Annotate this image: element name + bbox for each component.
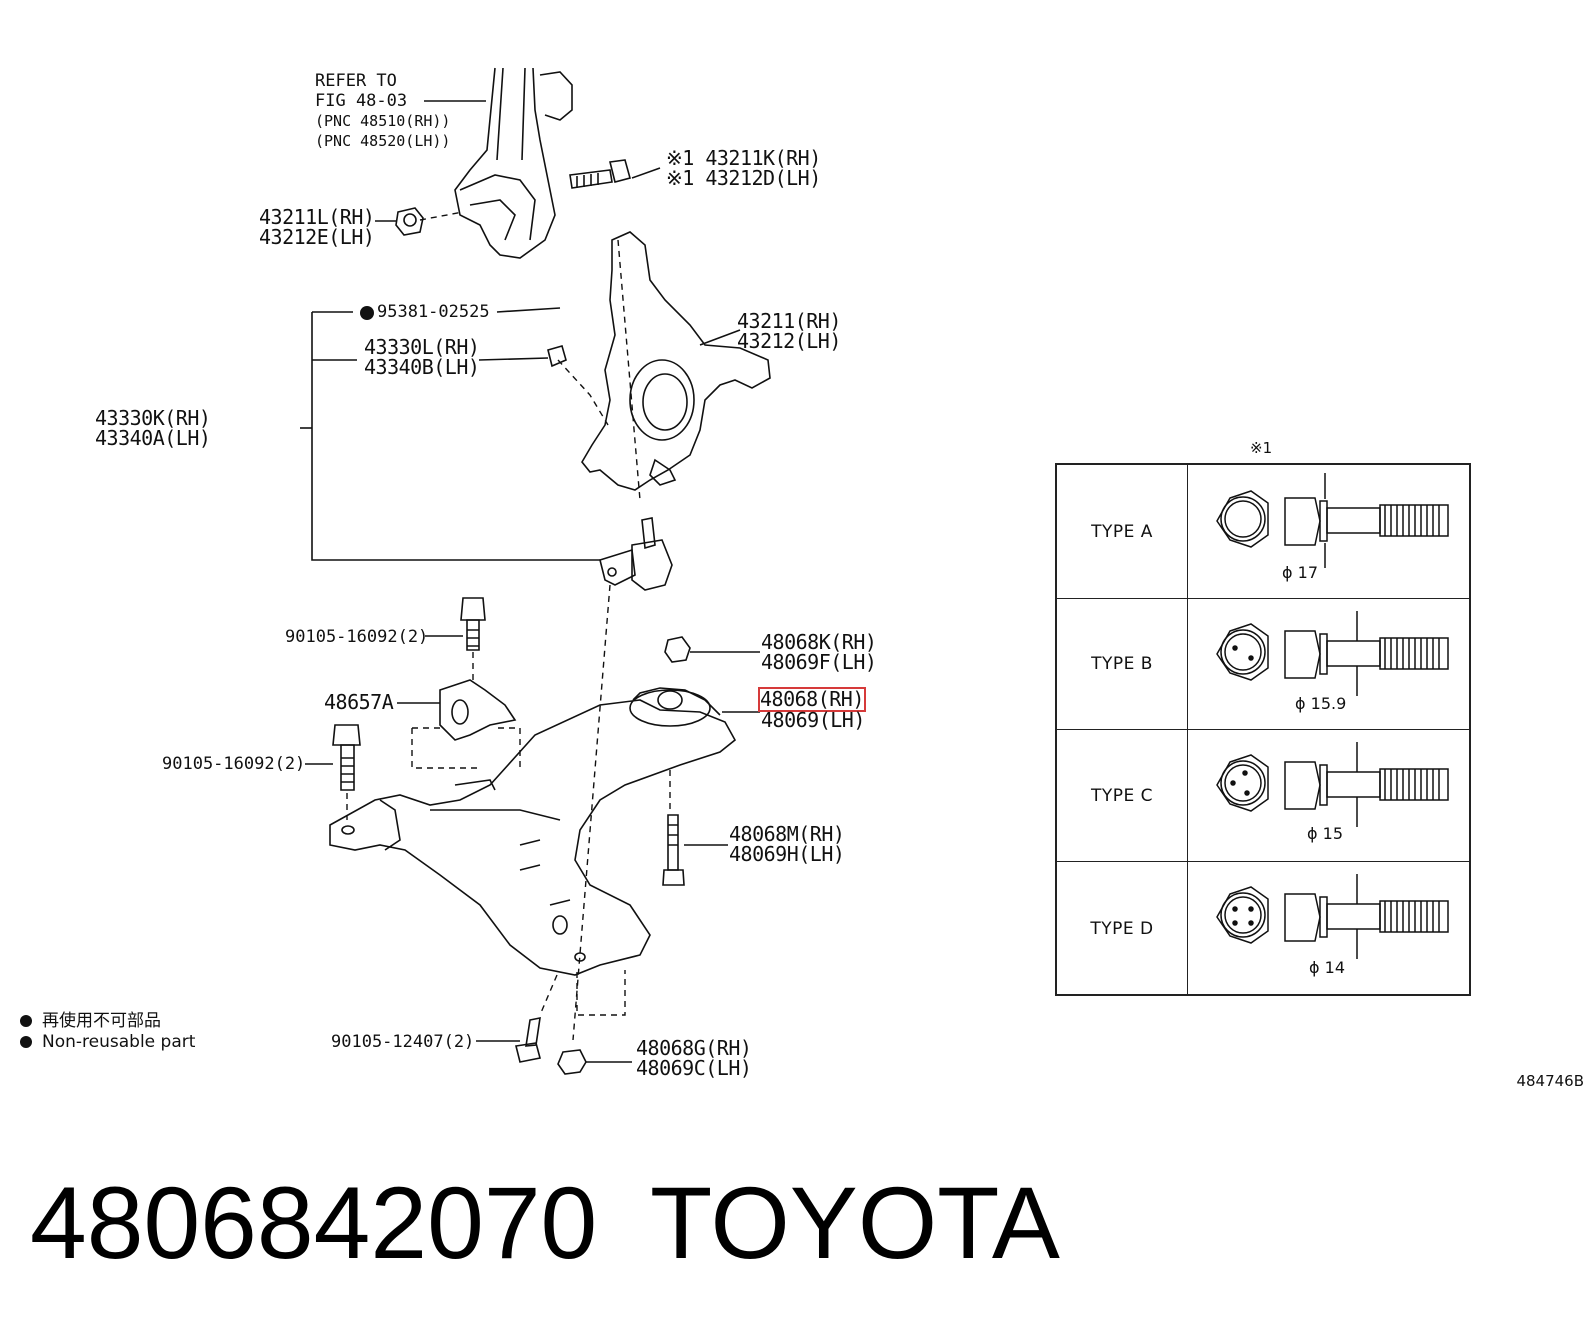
type-name: TYPE A [1057, 465, 1188, 598]
part-label-48068k[interactable]: 48068K(RH) [761, 630, 877, 654]
type-name: TYPE B [1057, 599, 1188, 729]
type-row: TYPE C [1057, 729, 1469, 861]
part-label-48068-highlighted[interactable]: 48068(RH) [758, 687, 866, 712]
part-label-48069f[interactable]: 48069F(LH) [761, 650, 877, 674]
part-label-43211l[interactable]: 43211L(RH) [259, 205, 375, 229]
part-label-43212d[interactable]: ※1 43212D(LH) [666, 166, 821, 190]
part-label-43211[interactable]: 43211(RH) [737, 309, 841, 333]
bullet-icon [20, 1036, 32, 1048]
type-row: TYPE A [1057, 465, 1469, 598]
type-row: TYPE B [1057, 598, 1469, 729]
bolt-type-table: TYPE A TYPE B TYPE C TYPE D [1055, 463, 1471, 996]
refer-line-1: REFER TO [315, 71, 397, 91]
type-c-diameter: ϕ 15 [1307, 824, 1343, 843]
part-label-43211k[interactable]: ※1 43211K(RH) [666, 146, 821, 170]
part-label-43340b[interactable]: 43340B(LH) [364, 355, 480, 379]
type-d-diameter: ϕ 14 [1309, 958, 1345, 977]
part-label-95381-02525[interactable]: 95381-02525 [377, 302, 490, 322]
type-name: TYPE D [1057, 862, 1188, 996]
part-label-43330l[interactable]: 43330L(RH) [364, 335, 480, 359]
part-label-48069h[interactable]: 48069H(LH) [729, 842, 845, 866]
brand-title: TOYOTA [650, 1166, 1060, 1280]
part-label-43212e[interactable]: 43212E(LH) [259, 225, 375, 249]
refer-line-3: (PNC 48510(RH)) [315, 112, 451, 130]
part-label-90105-16092-lower[interactable]: 90105-16092(2) [162, 754, 306, 774]
legend-en-text: Non-reusable part [42, 1032, 196, 1052]
part-label-48069c[interactable]: 48069C(LH) [636, 1056, 752, 1080]
type-name: TYPE C [1057, 730, 1188, 861]
legend-jp: 再使用不可部品 [20, 1006, 161, 1031]
type-table-note: ※1 [1250, 439, 1273, 457]
legend-jp-text: 再使用不可部品 [42, 1011, 161, 1031]
part-label-48068m[interactable]: 48068M(RH) [729, 822, 845, 846]
part-label-90105-12407[interactable]: 90105-12407(2) [331, 1032, 475, 1052]
part-label-48069[interactable]: 48069(LH) [761, 708, 865, 732]
figure-id: 484746B [1516, 1072, 1584, 1090]
bolt-drawings [1216, 473, 1449, 959]
part-label-43212[interactable]: 43212(LH) [737, 329, 841, 353]
part-number-title: 4806842070 [30, 1166, 598, 1280]
type-row: TYPE D [1057, 861, 1469, 996]
legend-en: Non-reusable part [20, 1032, 195, 1052]
part-label-43340a[interactable]: 43340A(LH) [95, 426, 211, 450]
bullet-icon [20, 1015, 32, 1027]
type-a-diameter: ϕ 17 [1282, 563, 1318, 582]
type-b-diameter: ϕ 15.9 [1295, 694, 1347, 713]
part-label-48068g[interactable]: 48068G(RH) [636, 1036, 752, 1060]
part-label-90105-16092-upper[interactable]: 90105-16092(2) [285, 627, 429, 647]
refer-line-4: (PNC 48520(LH)) [315, 132, 451, 150]
part-label-48657a[interactable]: 48657A [324, 690, 394, 714]
part-label-43330k[interactable]: 43330K(RH) [95, 406, 211, 430]
refer-line-2: FIG 48-03 [315, 91, 408, 111]
